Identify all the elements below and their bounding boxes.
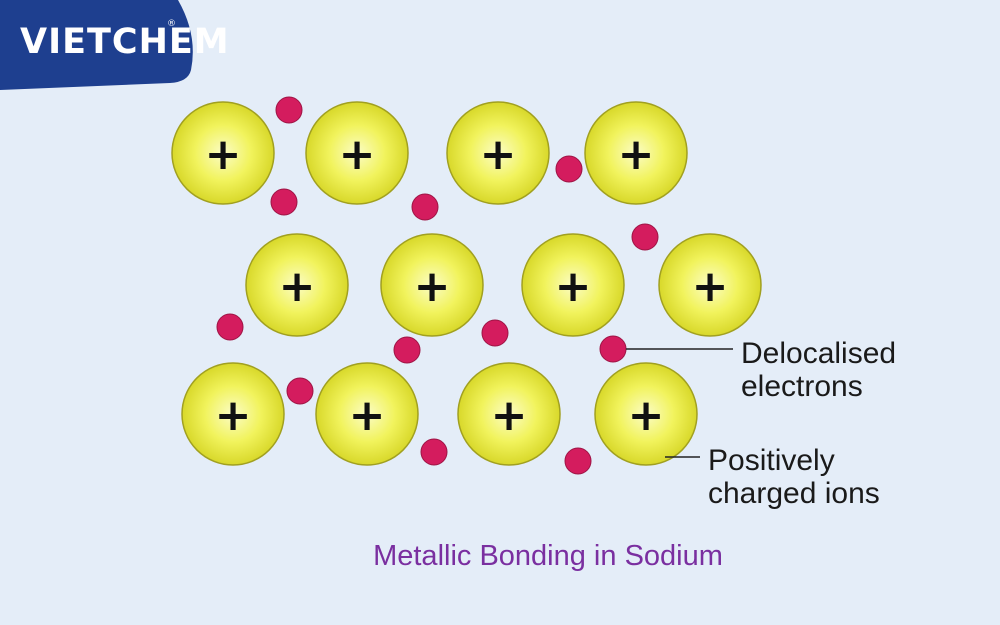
svg-text:+: + (279, 261, 316, 312)
brand-banner (0, 0, 193, 90)
electron (420, 438, 448, 466)
ion-lattice: + + + + + + + + (171, 101, 762, 466)
svg-text:+: + (414, 261, 451, 312)
electron (411, 193, 439, 221)
electron-labelled (599, 335, 627, 363)
electron (286, 377, 314, 405)
electron (631, 223, 659, 251)
electron (564, 447, 592, 475)
electrons-label-line1: Delocalised (741, 337, 896, 370)
ion: + (584, 101, 688, 205)
brand-logo: VIETCHEM ® (0, 0, 230, 90)
ions-label-line2: charged ions (708, 477, 880, 510)
ion: + (245, 233, 349, 337)
ion: + (457, 362, 561, 466)
diagram-caption: Metallic Bonding in Sodium (373, 540, 723, 572)
electron (216, 313, 244, 341)
ion: + (315, 362, 419, 466)
electron (393, 336, 421, 364)
electron (275, 96, 303, 124)
svg-text:+: + (628, 390, 665, 441)
ion: + (181, 362, 285, 466)
ion-labelled: + (594, 362, 698, 466)
svg-text:+: + (205, 129, 242, 180)
svg-text:+: + (339, 129, 376, 180)
ion: + (521, 233, 625, 337)
ion: + (658, 233, 762, 337)
electron (481, 319, 509, 347)
electron (555, 155, 583, 183)
svg-text:+: + (555, 261, 592, 312)
electron (270, 188, 298, 216)
electrons-label-line2: electrons (741, 370, 863, 403)
svg-text:+: + (618, 129, 655, 180)
ion: + (305, 101, 409, 205)
svg-text:+: + (491, 390, 528, 441)
svg-text:+: + (349, 390, 386, 441)
ions-label-line1: Positively (708, 444, 835, 477)
brand-registered-mark: ® (167, 19, 176, 29)
brand-name: VIETCHEM (20, 22, 230, 62)
svg-text:+: + (215, 390, 252, 441)
ion: + (446, 101, 550, 205)
svg-text:+: + (480, 129, 517, 180)
svg-text:+: + (692, 261, 729, 312)
ion: + (380, 233, 484, 337)
ion: + (171, 101, 275, 205)
electron-sea (216, 96, 659, 475)
